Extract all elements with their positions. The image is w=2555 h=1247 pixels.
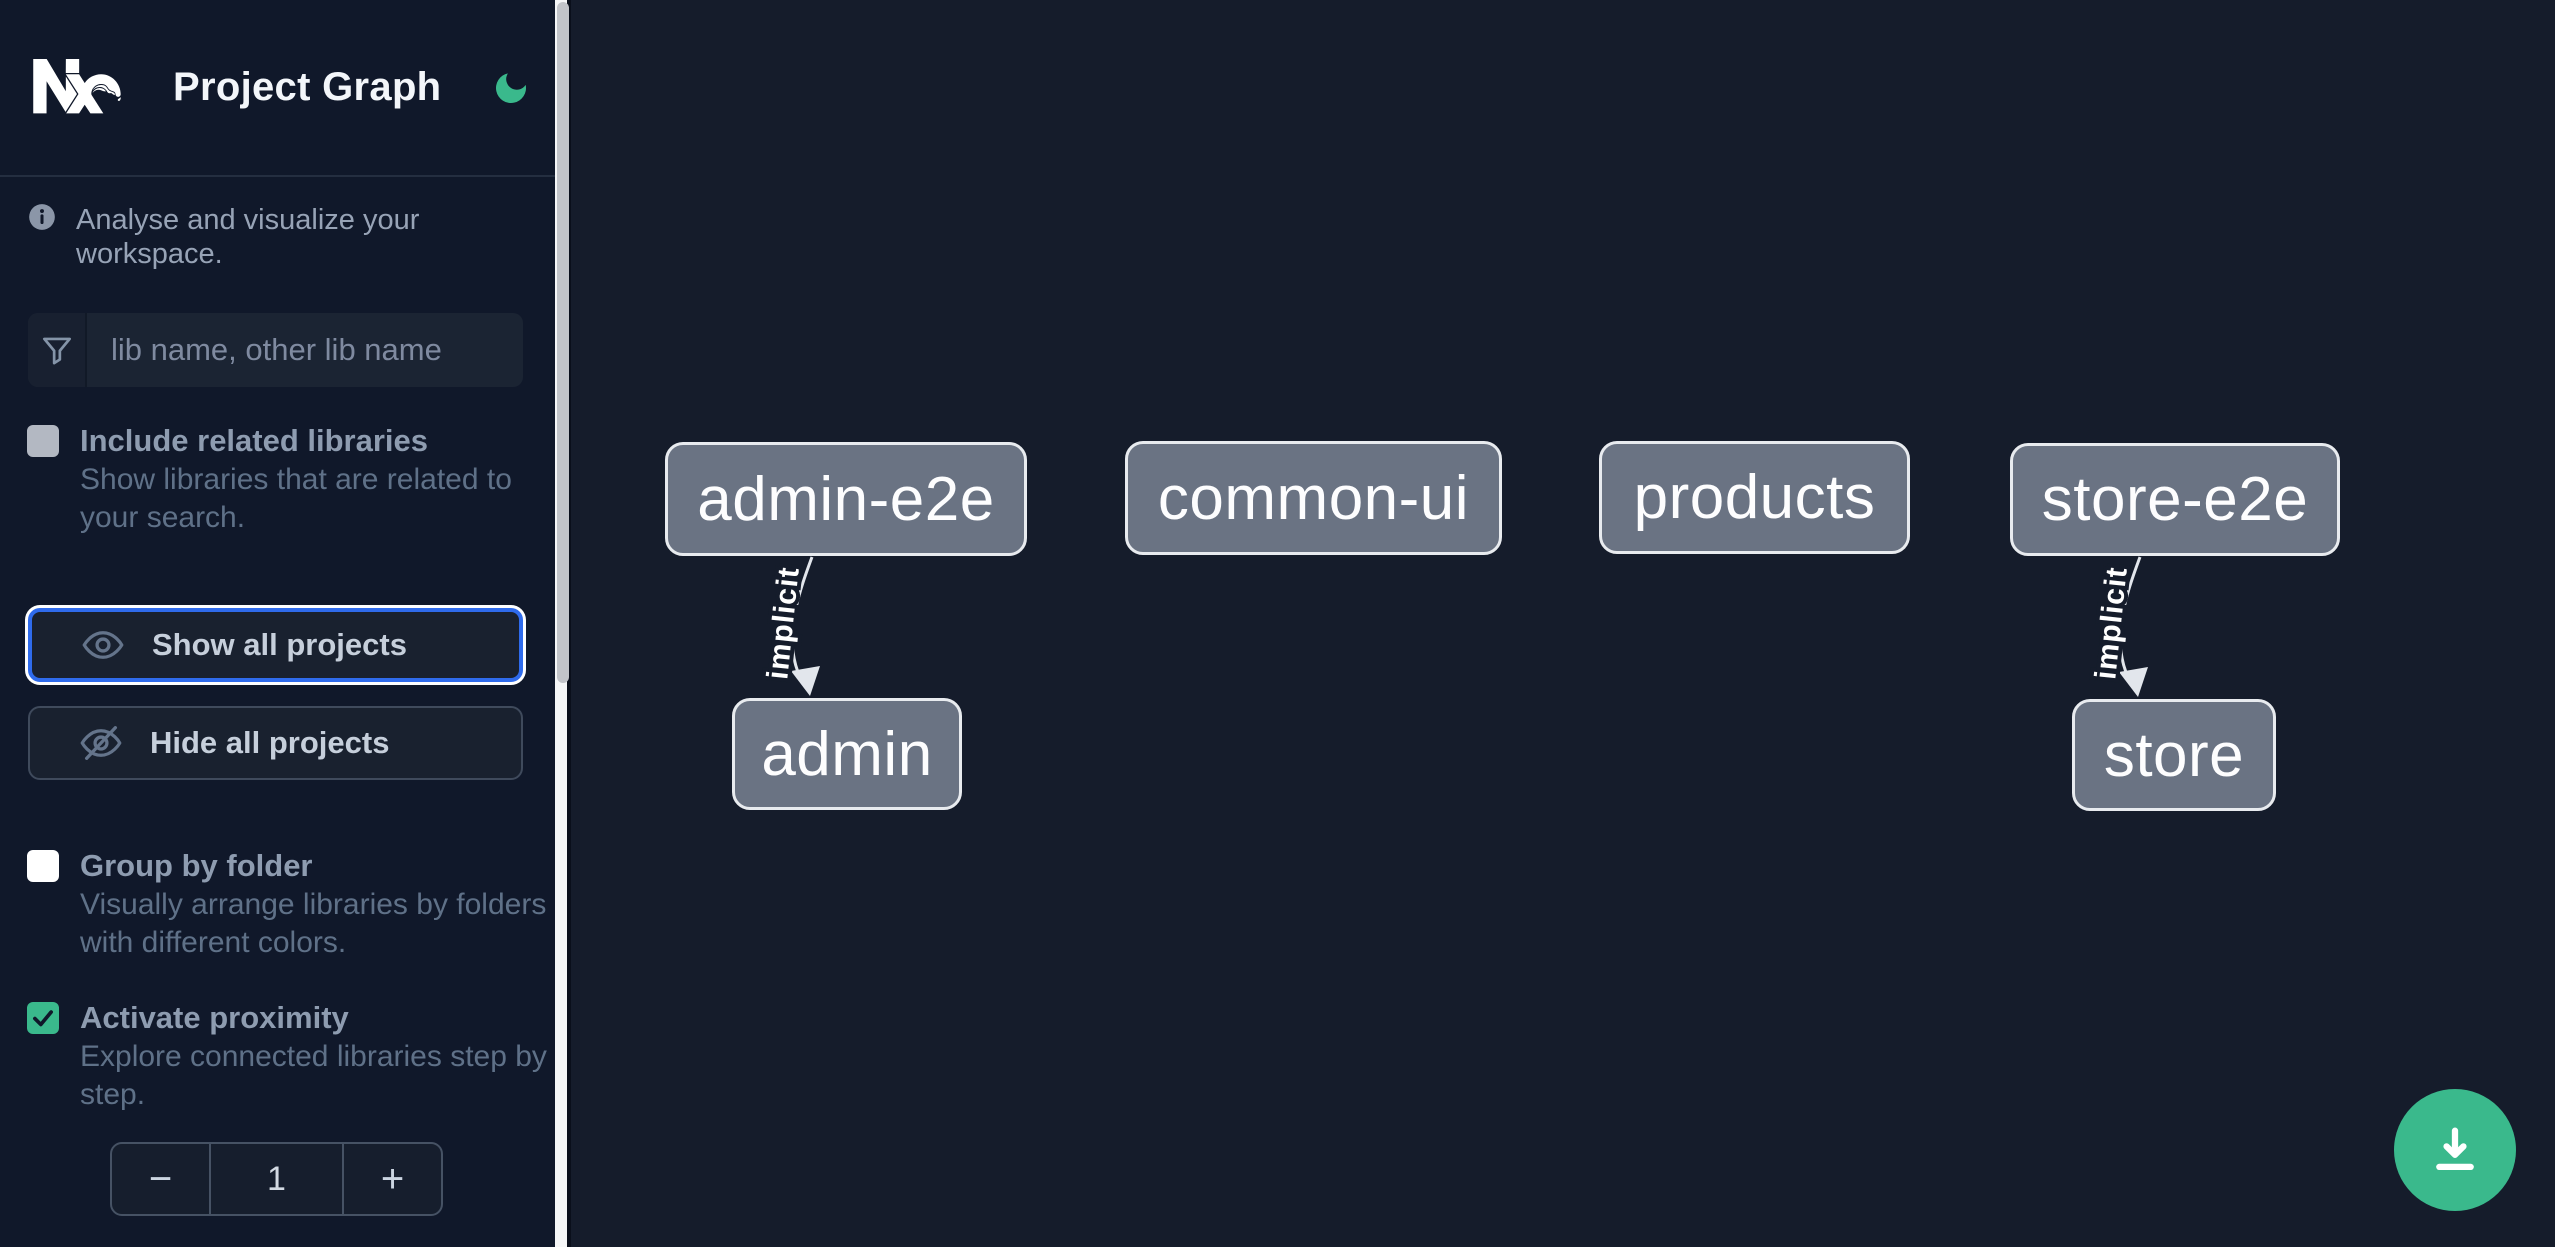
graph-node-common-ui[interactable]: common-ui [1125,441,1502,555]
show-all-projects-button[interactable]: Show all projects [28,608,523,682]
nx-logo [33,57,121,119]
eye-off-icon [78,720,124,766]
activate-proximity-description: Explore connected libraries step by step… [80,1040,547,1111]
sidebar-scrollbar-thumb[interactable] [557,2,569,683]
check-icon [30,1005,56,1031]
theme-toggle-button[interactable] [491,68,531,108]
page-title: Project Graph [173,65,442,109]
sidebar-scrollbar-track [555,0,571,1247]
graph-node-admin-e2e[interactable]: admin-e2e [665,442,1027,556]
graph-node-admin[interactable]: admin [732,698,962,810]
group-by-folder-description: Visually arrange libraries by folders wi… [80,888,547,959]
save-image-button[interactable] [2394,1089,2516,1211]
tagline-text: Analyse and visualize your workspace. [76,204,420,270]
include-related-row: Include related libraries Show libraries… [27,423,527,534]
proximity-increase-button[interactable]: + [344,1144,441,1214]
filter-funnel-icon [28,313,87,387]
proximity-value: 1 [209,1144,344,1214]
include-related-label: Include related libraries [80,423,429,458]
search-box [28,313,523,387]
group-by-folder-checkbox[interactable] [27,850,59,882]
include-related-checkbox[interactable] [27,425,59,457]
activate-proximity-label: Activate proximity [80,1000,349,1035]
info-icon [28,203,56,239]
edge-label-implicit: implicit [761,565,806,681]
hide-all-projects-label: Hide all projects [150,725,390,760]
download-icon [2426,1121,2484,1179]
moon-icon [491,72,531,111]
proximity-decrease-button[interactable]: − [112,1144,209,1214]
graph-node-store-e2e[interactable]: store-e2e [2010,443,2340,556]
sidebar-header: Project Graph [0,0,555,177]
search-input[interactable] [87,313,523,387]
sidebar: Project Graph Analyse and visualize your… [0,0,555,1247]
group-by-folder-row: Group by folder Visually arrange librari… [27,848,546,959]
edge-label-implicit: implicit [2089,565,2134,681]
include-related-description: Show libraries that are related to your … [80,463,512,534]
graph-node-products[interactable]: products [1599,441,1910,554]
activate-proximity-checkbox[interactable] [27,1002,59,1034]
group-by-folder-label: Group by folder [80,848,313,883]
hide-all-projects-button[interactable]: Hide all projects [28,706,523,780]
tagline: Analyse and visualize your workspace. [28,203,555,271]
proximity-stepper: − 1 + [110,1142,443,1216]
activate-proximity-row: Activate proximity Explore connected lib… [27,1000,547,1111]
graph-node-store[interactable]: store [2072,699,2276,811]
show-all-projects-label: Show all projects [152,627,407,662]
eye-icon [80,622,126,668]
